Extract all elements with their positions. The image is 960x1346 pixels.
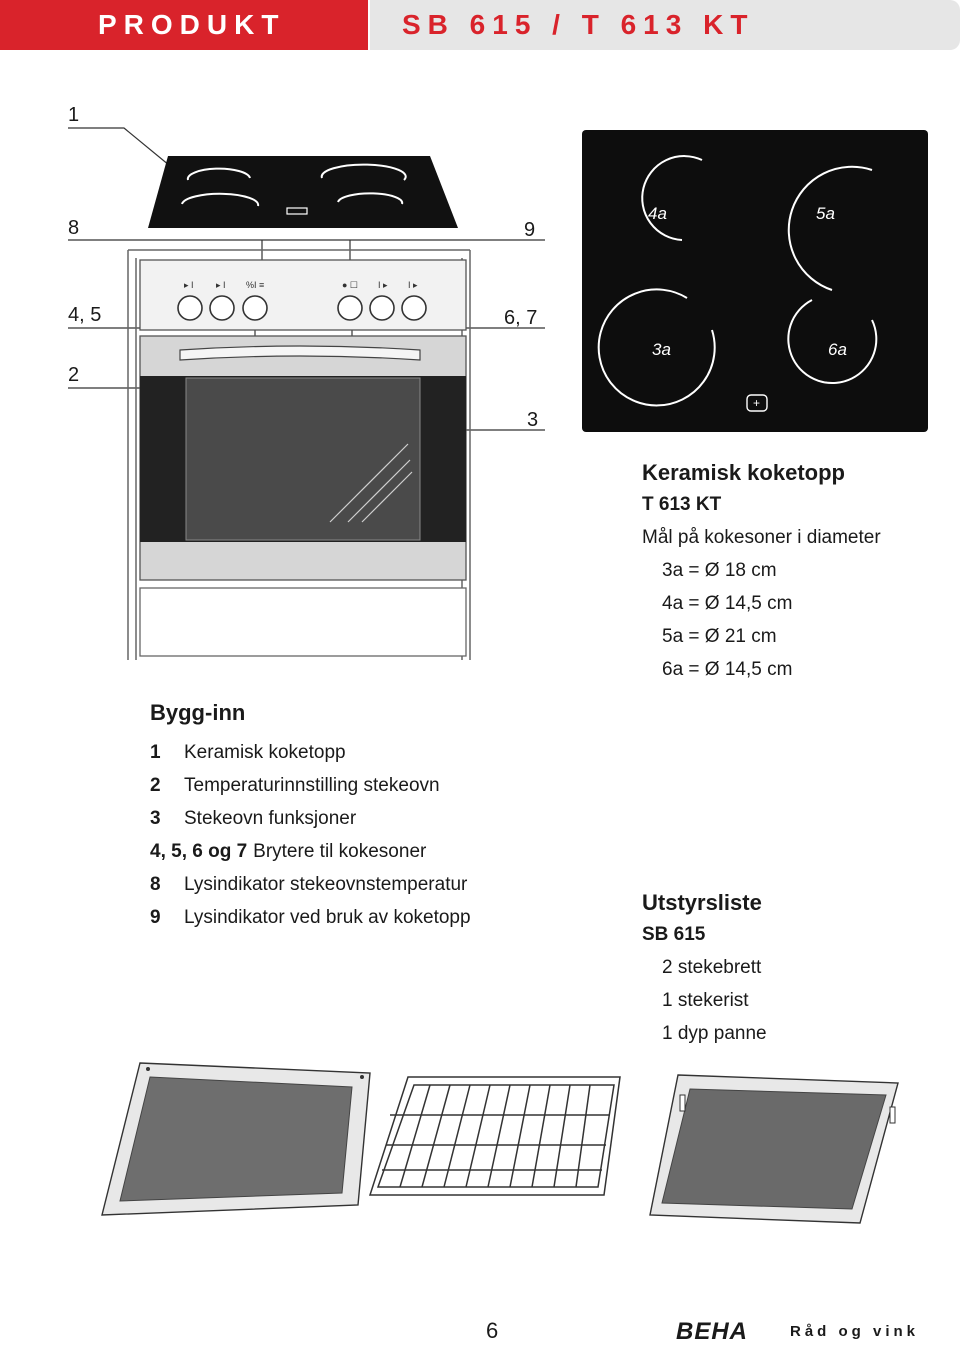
callout-3: 3 [527, 409, 539, 431]
svg-text:%I ≡: %I ≡ [246, 280, 264, 290]
zone-label-3a: 3a [652, 340, 671, 359]
ceramic-model: T 613 KT [642, 494, 722, 515]
ceramic-subtitle: Mål på kokesoner i diameter [642, 527, 881, 548]
ceramic-spec-item: 3a = Ø 18 cm [662, 560, 777, 581]
zone-label-6a: 6a [828, 340, 847, 359]
ceramic-spec-item: 4a = Ø 14,5 cm [662, 593, 793, 614]
builtin-oven-illustration: ▸ I ▸ I %I ≡ ● ☐ I ▸ I ▸ [68, 127, 545, 660]
svg-text:▸ I: ▸ I [216, 280, 226, 290]
callout-1: 1 [68, 104, 80, 126]
ceramic-title: Keramisk koketopp [642, 460, 845, 485]
callout-9: 9 [524, 219, 536, 241]
callout-2: 2 [68, 364, 80, 386]
ceramic-hob-diagram: + 4a 5a 3a 6a [582, 130, 928, 432]
equipment-block: Utstyrsliste SB 615 2 stekebrett 1 steke… [642, 888, 952, 1050]
svg-text:I ▸: I ▸ [408, 280, 418, 290]
equipment-item: 2 stekebrett [662, 957, 762, 978]
equipment-model: SB 615 [642, 924, 706, 945]
callout-8: 8 [68, 217, 80, 239]
builtin-title: Bygg-inn [150, 700, 246, 725]
page-number: 6 [486, 1318, 499, 1343]
oven-drawer [139, 587, 467, 657]
equipment-item: 1 stekerist [662, 990, 749, 1011]
hob-top-view-shape [148, 156, 458, 228]
callout-4-5: 4, 5 [68, 304, 102, 326]
svg-text:I ▸: I ▸ [378, 280, 388, 290]
oven-door-handle [179, 345, 421, 361]
equipment-item: 1 dyp panne [662, 1023, 767, 1044]
ceramic-specs-block: Keramisk koketopp T 613 KT Mål på kokeso… [642, 458, 952, 686]
header-model-title: SB 615 / T 613 KT [370, 0, 960, 50]
equipment-title: Utstyrsliste [642, 890, 762, 915]
deep-pan-image [649, 1074, 899, 1224]
baking-tray-image [101, 1062, 371, 1216]
header-section-label: PRODUKT [0, 0, 368, 50]
oven-rack-image [368, 1076, 621, 1196]
svg-text:+: + [753, 396, 760, 410]
zone-label-4a: 4a [648, 204, 667, 223]
svg-text:▸ I: ▸ I [184, 280, 194, 290]
footer-tagline: Råd og vink [790, 1323, 920, 1340]
accessories-illustration [101, 1062, 899, 1224]
callout-6-7: 6, 7 [504, 307, 538, 329]
svg-text:● ☐: ● ☐ [342, 280, 358, 290]
ceramic-spec-item: 5a = Ø 21 cm [662, 626, 777, 647]
beha-logo: BEHA [676, 1318, 749, 1345]
ceramic-spec-item: 6a = Ø 14,5 cm [662, 659, 793, 680]
zone-label-5a: 5a [816, 204, 835, 223]
